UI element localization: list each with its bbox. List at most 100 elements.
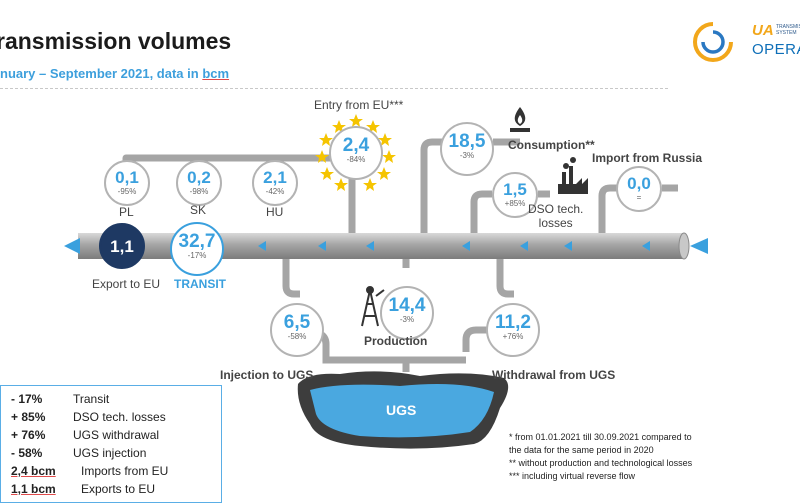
node-import-russia: 0,0 = [616, 166, 662, 212]
footnote: *** including virtual reverse flow [509, 471, 636, 481]
inflow-arrow-icon [690, 238, 708, 254]
legend-key: + 76% [11, 428, 46, 442]
pipe-end-cap [678, 232, 690, 260]
node-withdrawal: 11,2 +76% [486, 303, 540, 357]
logo-small-text: TRANSMISSION SYSTEM [776, 24, 800, 36]
node-consumption: 18,5 -3% [440, 122, 494, 176]
node-dso-label: DSO tech. losses [528, 202, 584, 230]
eu-stars-icon [315, 114, 396, 191]
node-export-eu: 1,1 [99, 223, 145, 269]
legend-text: DSO tech. losses [73, 410, 166, 424]
page-title: ransmission volumes [0, 28, 232, 54]
subtitle-text: nuary – September 2021, data in [0, 66, 203, 81]
node-entry-eu: 2,4 -84% [329, 126, 383, 180]
dso-pipe [470, 190, 492, 233]
flow-arrow-icon [520, 241, 528, 251]
flow-arrows [64, 238, 708, 254]
node-import-russia-label: Import from Russia [592, 151, 703, 165]
legend-key: - 17% [11, 392, 43, 406]
node-pl: 0,1 -95% [104, 160, 150, 206]
russia-pipe [598, 184, 678, 233]
node-export-eu-value: 1,1 [110, 237, 134, 256]
node-production-label: Production [364, 334, 428, 348]
footnote: * from 01.01.2021 till 30.09.2021 compar… [509, 432, 692, 442]
ugs-label: UGS [386, 402, 417, 418]
node-injection-value: 6,5 [283, 312, 311, 333]
export-header-pipe [122, 154, 356, 233]
footnote: ** without production and technological … [509, 458, 693, 468]
withdrawal-pipe [462, 259, 514, 352]
node-sk-value: 0,2 [187, 168, 211, 187]
node-pl-label: PL [119, 205, 134, 219]
node-entry-eu-value: 2,4 [342, 135, 370, 156]
node-import-russia-value: 0,0 [627, 174, 651, 193]
node-dso: 1,5 +85% [492, 172, 538, 218]
node-import-russia-change: = [636, 193, 642, 202]
flow-arrow-icon [642, 241, 650, 251]
node-transit-value: 32,7 [178, 231, 216, 252]
header-divider [0, 88, 668, 89]
logo-operator-text: OPERAT [752, 41, 800, 58]
logo-swirl-icon [693, 22, 733, 62]
node-transit: 32,7 -17% [170, 222, 224, 276]
ugs-reservoir [297, 371, 509, 449]
flow-arrow-icon [366, 241, 374, 251]
flame-icon [510, 107, 530, 132]
legend-key: 1,1 bcm [11, 482, 56, 496]
node-sk-change: -98% [189, 187, 209, 196]
flow-arrow-icon [564, 241, 572, 251]
outflow-arrow-icon [64, 238, 80, 254]
flow-arrow-icon [318, 241, 326, 251]
main-pipe [78, 233, 684, 259]
node-hu-value: 2,1 [263, 168, 287, 187]
legend-row: 1,1 bcm Exports to EU [11, 482, 155, 496]
legend-row: + 85% DSO tech. losses [11, 410, 166, 424]
node-consumption-value: 18,5 [448, 131, 486, 152]
node-export-eu-label: Export to EU [92, 277, 161, 291]
page-subtitle: nuary – September 2021, data in bcm [0, 66, 229, 81]
node-injection-label: Injection to UGS [220, 368, 314, 382]
legend-row: - 17% Transit [11, 392, 109, 406]
node-sk-label: SK [190, 203, 207, 217]
node-dso-value: 1,5 [503, 180, 527, 199]
node-transit-change: -17% [187, 251, 207, 260]
node-pl-change: -95% [117, 187, 137, 196]
legend-key: + 85% [11, 410, 46, 424]
legend-row: 2,4 bcm Imports from EU [11, 464, 168, 478]
node-production-change: -3% [399, 315, 415, 324]
node-production: 14,4 -3% [380, 286, 434, 340]
factory-icon [558, 157, 588, 194]
logo-ua-text: UA [752, 22, 774, 39]
legend-key: 2,4 bcm [11, 464, 56, 478]
node-production-value: 14,4 [388, 295, 426, 316]
flow-arrow-icon [462, 241, 470, 251]
flow-arrow-icon [258, 241, 266, 251]
node-consumption-label: Consumption** [508, 138, 595, 152]
company-logo: UA TRANSMISSION SYSTEM OPERAT [678, 12, 800, 72]
node-pl-value: 0,1 [115, 168, 139, 187]
legend-key: - 58% [11, 446, 43, 460]
node-withdrawal-change: +76% [502, 332, 524, 341]
legend-box: - 17% Transit + 85% DSO tech. losses + 76%… [0, 385, 222, 503]
derrick-icon [361, 286, 385, 327]
subtitle-unit: bcm [202, 66, 230, 81]
node-dso-change: +85% [504, 199, 526, 208]
legend-text: Transit [73, 392, 110, 406]
legend-row: + 76%UGS withdrawal [11, 428, 159, 442]
consumption-pipe [420, 138, 444, 233]
footnote: the data for the same period in 2020 [509, 445, 654, 455]
node-transit-label: TRANSIT [174, 277, 226, 291]
legend-text: UGS injection [73, 446, 147, 460]
node-injection: 6,5 -58% [270, 303, 324, 357]
node-hu-label: HU [266, 205, 284, 219]
legend-text: Imports from EU [81, 464, 169, 478]
node-withdrawal-label: Withdrawal from UGS [492, 368, 616, 382]
node-hu: 2,1 -42% [252, 160, 298, 206]
node-withdrawal-value: 11,2 [495, 312, 531, 333]
node-entry-eu-label: Entry from EU*** [314, 98, 404, 112]
node-sk: 0,2 -98% [176, 160, 222, 206]
node-hu-change: -42% [265, 187, 285, 196]
legend-text: Exports to EU [81, 482, 156, 496]
legend-row: - 58% UGS injection [11, 446, 146, 460]
node-injection-change: -58% [287, 332, 307, 341]
